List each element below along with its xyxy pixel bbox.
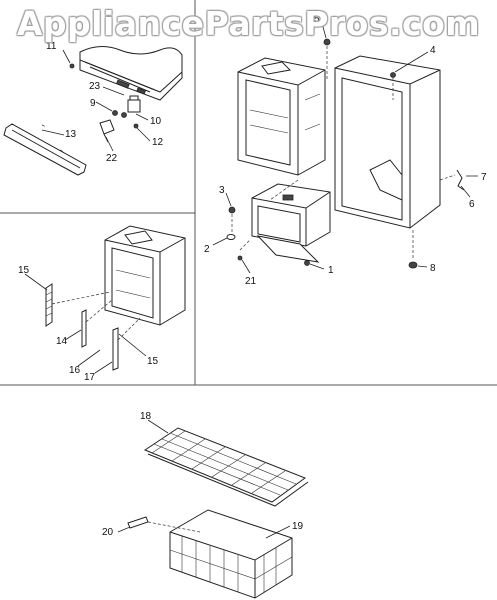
callout-11: 11 <box>46 41 57 52</box>
sensor-clip <box>99 119 115 143</box>
wire-shelf <box>143 427 309 507</box>
rail-parts <box>45 283 141 371</box>
freezer-liner <box>251 183 331 263</box>
callout-8: 8 <box>430 263 436 274</box>
callout-17: 17 <box>84 372 96 383</box>
fresh-food-liner <box>237 57 326 176</box>
callout-14: 14 <box>56 336 68 347</box>
callout-6: 6 <box>469 199 475 210</box>
cabinet-small-parts <box>226 38 465 269</box>
trim-strip <box>3 123 87 176</box>
control-housing-assembly <box>79 46 183 101</box>
callout-15-top: 15 <box>18 265 30 276</box>
cabinet <box>334 55 441 229</box>
callout-19: 19 <box>292 521 304 532</box>
callout-5: 5 <box>314 14 320 25</box>
callout-1: 1 <box>328 265 334 276</box>
callout-21: 21 <box>245 276 257 287</box>
callout-3: 3 <box>219 185 225 196</box>
callout-22: 22 <box>106 153 118 164</box>
basket-clip <box>127 516 201 533</box>
callout-7: 7 <box>481 172 487 183</box>
screw-parts <box>69 63 139 129</box>
callout-13: 13 <box>65 129 77 140</box>
callout-15-bottom: 15 <box>147 356 159 367</box>
wire-basket <box>169 509 293 599</box>
callout-10: 10 <box>150 116 162 127</box>
cabinet-dashes <box>231 46 456 260</box>
callout-20: 20 <box>102 527 114 538</box>
callout-4: 4 <box>430 45 436 56</box>
callout-12: 12 <box>152 137 164 148</box>
callout-16: 16 <box>69 365 81 376</box>
thermostat-bracket <box>127 95 141 113</box>
callout-labels: 11 23 9 10 12 13 22 5 4 7 6 3 2 21 1 8 1… <box>18 14 487 538</box>
callout-9: 9 <box>90 98 96 109</box>
liner-with-rails <box>104 225 186 326</box>
callout-23: 23 <box>89 81 101 92</box>
section-borders <box>0 0 497 386</box>
callout-18: 18 <box>140 411 152 422</box>
callout-2: 2 <box>204 244 210 255</box>
leader-lines <box>24 22 478 539</box>
